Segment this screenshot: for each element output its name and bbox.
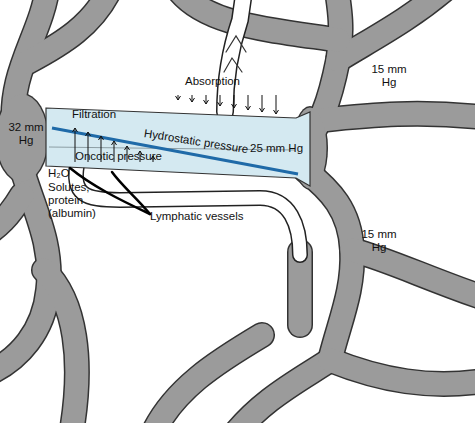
arteriole xyxy=(0,195,22,238)
venule xyxy=(322,114,475,120)
diagram-label: Lymphatic vessels xyxy=(150,210,244,223)
diagram-label: 32 mm Hg xyxy=(8,121,44,147)
venule xyxy=(230,360,330,423)
diagram-label: H₂O xyxy=(48,167,70,180)
arteriole xyxy=(44,270,77,423)
capillary-tube xyxy=(46,108,310,186)
vessel xyxy=(175,0,338,40)
lymph-lumen xyxy=(225,0,245,112)
diagram-label: 15 mm Hg xyxy=(370,63,408,89)
arteriole xyxy=(28,0,112,62)
venule xyxy=(338,0,450,60)
absorption-arrow xyxy=(176,95,181,100)
arteriole-junction xyxy=(0,93,49,183)
vessel xyxy=(175,0,338,40)
lymph-outline xyxy=(225,0,245,112)
pressure-label: 25 mm Hg xyxy=(250,142,303,155)
lymph-valve xyxy=(226,36,246,52)
venule xyxy=(352,250,475,300)
arteriole-junction xyxy=(0,95,48,182)
lymph-valve xyxy=(224,58,242,72)
pressure-label: Oncotic pressure xyxy=(75,150,162,163)
arteriole xyxy=(44,270,77,423)
absorption-arrow xyxy=(246,95,251,110)
venule xyxy=(352,250,475,300)
absorption-arrow xyxy=(274,95,279,114)
vessel xyxy=(150,335,262,423)
venule xyxy=(330,360,475,384)
venule xyxy=(230,360,330,423)
venule xyxy=(305,170,352,360)
absorption-arrow xyxy=(204,95,209,104)
venule xyxy=(330,360,475,384)
leader-line xyxy=(112,172,150,214)
capillary-node: FiltrationHydrostatic pressure25 mm HgOn… xyxy=(45,100,310,186)
absorption-arrow xyxy=(260,95,265,112)
venule xyxy=(322,114,475,120)
diagram-label: 15 mm Hg xyxy=(360,228,398,254)
pressure-label: Filtration xyxy=(72,108,116,121)
diagram-label: Absorption xyxy=(185,75,240,88)
diagram-label: Solutes, protein (albumin) xyxy=(48,181,106,220)
absorption-arrow xyxy=(232,95,237,108)
arteriole xyxy=(0,195,22,238)
venule xyxy=(338,0,450,60)
absorption-arrow xyxy=(218,95,223,106)
absorption-arrow xyxy=(190,95,195,102)
